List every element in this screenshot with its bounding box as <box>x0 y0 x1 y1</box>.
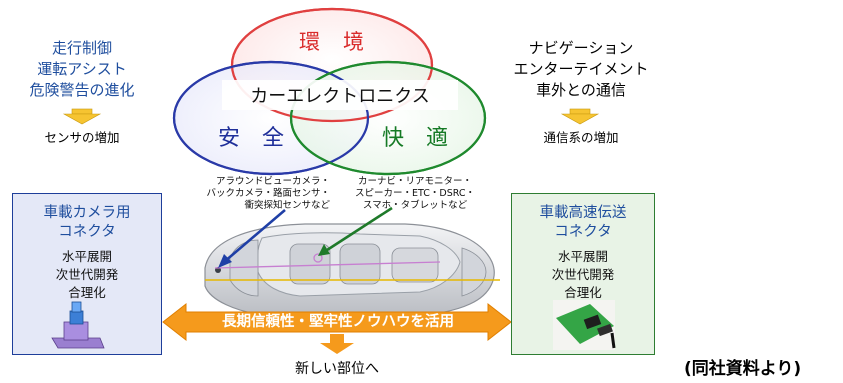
box-item: 水平展開 <box>557 249 608 264</box>
left-callout-line: 衝突探知センサなど <box>244 200 330 211</box>
right-callout-arrow <box>318 206 393 256</box>
banner-text: 長期信頼性・堅牢性ノウハウを活用 <box>222 314 454 330</box>
left-trend-text: 走行制御 運転アシスト 危険警告の進化 <box>20 38 144 101</box>
venn-label-comfort: 快 適 <box>381 126 448 151</box>
box-item: 次世代開発 <box>55 267 119 282</box>
right-trend-line: 車外との通信 <box>536 81 626 99</box>
box-item: 合理化 <box>68 285 106 300</box>
right-trend-line: エンターテイメント <box>513 60 649 78</box>
box-title-line: コネクタ <box>58 224 116 240</box>
left-trend-line: 危険警告の進化 <box>29 81 135 99</box>
center-label-band <box>222 80 458 110</box>
left-callout-arrow <box>218 209 286 268</box>
left-trend-line: 走行制御 <box>51 39 112 57</box>
box-item: 合理化 <box>564 285 602 300</box>
right-callout-line: スマホ・タブレットなど <box>362 200 468 211</box>
venn-label-car-electronics: カーエレクトロニクス <box>250 86 430 107</box>
right-trend-line: ナビゲーション <box>528 39 634 57</box>
right-trend-text: ナビゲーション エンターテイメント 車外との通信 <box>506 38 656 101</box>
left-callout-line: アラウンドビューカメラ・ <box>215 176 330 187</box>
right-small-arrow <box>560 108 600 125</box>
right-result-text: 通信系の増加 <box>543 130 619 145</box>
source-note: (同社資料より) <box>684 359 802 379</box>
new-location-label: 新しい部位へ <box>295 361 379 377</box>
venn-label-environment: 環 境 <box>299 30 365 54</box>
left-small-arrow <box>62 108 102 125</box>
left-callout-line: バックカメラ・路面センサ・ <box>206 188 330 199</box>
camera-connector-title: 車載カメラ用 コネクタ <box>13 204 161 242</box>
left-trend-line: 運転アシスト <box>37 60 127 78</box>
right-callout-line: カーナビ・リアモニター・ <box>357 176 472 187</box>
camera-connector-box: 車載カメラ用 コネクタ 水平展開 次世代開発 合理化 <box>12 193 162 355</box>
box-title-line: 車載カメラ用 <box>43 205 131 221</box>
box-title-line: コネクタ <box>554 224 612 240</box>
venn-label-safety: 安 全 <box>217 126 284 151</box>
down-arrow <box>320 334 354 354</box>
car-illustration <box>204 223 500 320</box>
high-speed-connector-box: 車載高速伝送 コネクタ 水平展開 次世代開発 合理化 <box>511 193 655 355</box>
box-item: 水平展開 <box>61 249 112 264</box>
box-item: 次世代開発 <box>551 267 615 282</box>
left-result-text: センサの増加 <box>44 130 120 145</box>
right-callout-line: スピーカー・ETC・DSRC・ <box>355 188 475 199</box>
left-callout-text: アラウンドビューカメラ・ バックカメラ・路面センサ・ 衝突探知センサなど <box>200 176 330 212</box>
box-title-line: 車載高速伝送 <box>539 205 627 221</box>
high-speed-connector-title: 車載高速伝送 コネクタ <box>512 204 654 242</box>
right-callout-text: カーナビ・リアモニター・ スピーカー・ETC・DSRC・ スマホ・タブレットなど <box>345 176 485 212</box>
